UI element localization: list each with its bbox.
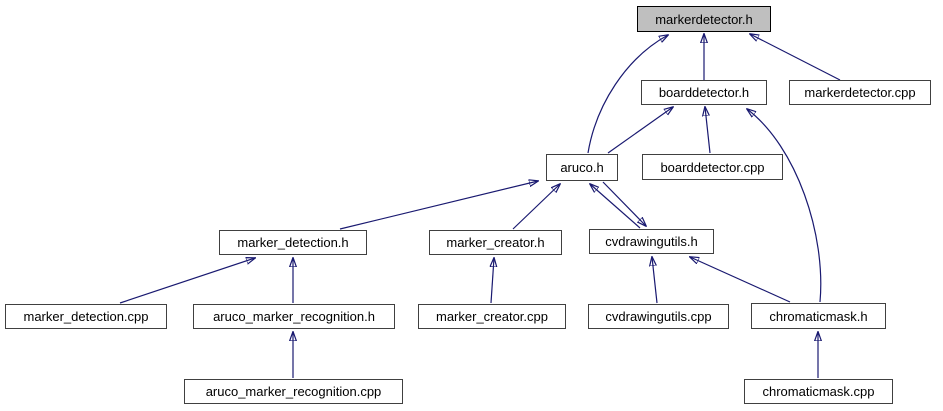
edge-cvdrawingutils_h-aruco_h [590,184,641,229]
node-boarddetector-cpp[interactable]: boarddetector.cpp [642,154,783,180]
edge-aruco_h-markerdetector_h [587,35,668,154]
node-boarddetector-h[interactable]: boarddetector.h [641,80,767,105]
node-chromaticmask-cpp[interactable]: chromaticmask.cpp [744,379,893,404]
node-marker-detection-cpp[interactable]: marker_detection.cpp [5,304,167,329]
edge-chromaticmask_h-boarddetector_h [747,109,822,303]
node-cvdrawingutils-cpp[interactable]: cvdrawingutils.cpp [588,304,729,329]
node-marker-creator-cpp[interactable]: marker_creator.cpp [418,304,566,329]
edge-marker_detection_cpp-marker_detection_h [119,258,255,304]
node-marker-detection-h[interactable]: marker_detection.h [219,230,367,255]
edge-aruco_h-cvdrawingutils_h [602,181,646,226]
node-aruco-marker-recognition-h[interactable]: aruco_marker_recognition.h [193,304,395,329]
edge-chromaticmask_h-cvdrawingutils_h [690,257,791,303]
edge-cvdrawingutils_cpp-cvdrawingutils_h [652,257,658,304]
node-cvdrawingutils-h[interactable]: cvdrawingutils.h [589,229,714,254]
edge-marker_creator_cpp-marker_creator_h [491,258,494,304]
edge-boarddetector_cpp-boarddetector_h [705,107,711,154]
node-aruco-h[interactable]: aruco.h [546,154,618,181]
node-marker-creator-h[interactable]: marker_creator.h [429,230,562,255]
node-aruco-marker-recognition-cpp[interactable]: aruco_marker_recognition.cpp [184,379,403,404]
edge-aruco_h-boarddetector_h [607,107,673,154]
node-markerdetector-h: markerdetector.h [637,6,771,32]
node-markerdetector-cpp[interactable]: markerdetector.cpp [789,80,931,105]
node-chromaticmask-h[interactable]: chromaticmask.h [751,303,886,329]
edge-marker_detection_h-aruco_h [339,181,538,230]
edge-marker_creator_h-aruco_h [512,184,560,230]
edge-markerdetector_cpp-markerdetector_h [750,34,841,81]
